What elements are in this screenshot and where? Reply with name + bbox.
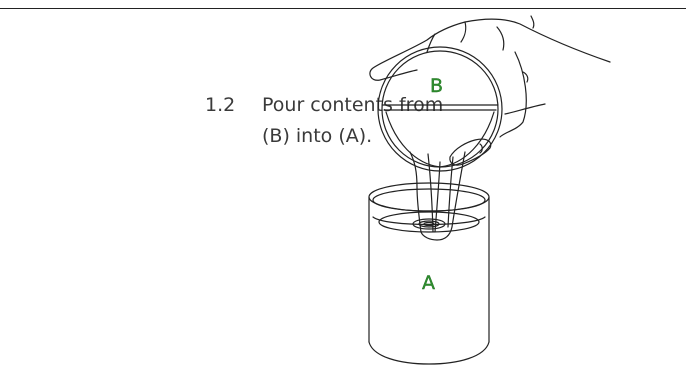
step-text-line-2: (B) into (A). xyxy=(262,125,373,147)
container-a-drawing xyxy=(368,182,490,365)
cup-b-drawing xyxy=(377,46,503,172)
label-a: A xyxy=(422,272,435,294)
top-divider xyxy=(0,8,686,9)
hand-drawing xyxy=(369,15,611,166)
pour-stream xyxy=(409,151,466,241)
pouring-illustration: B A xyxy=(368,15,611,365)
step-number: 1.2 xyxy=(205,94,236,116)
label-b: B xyxy=(430,75,443,97)
